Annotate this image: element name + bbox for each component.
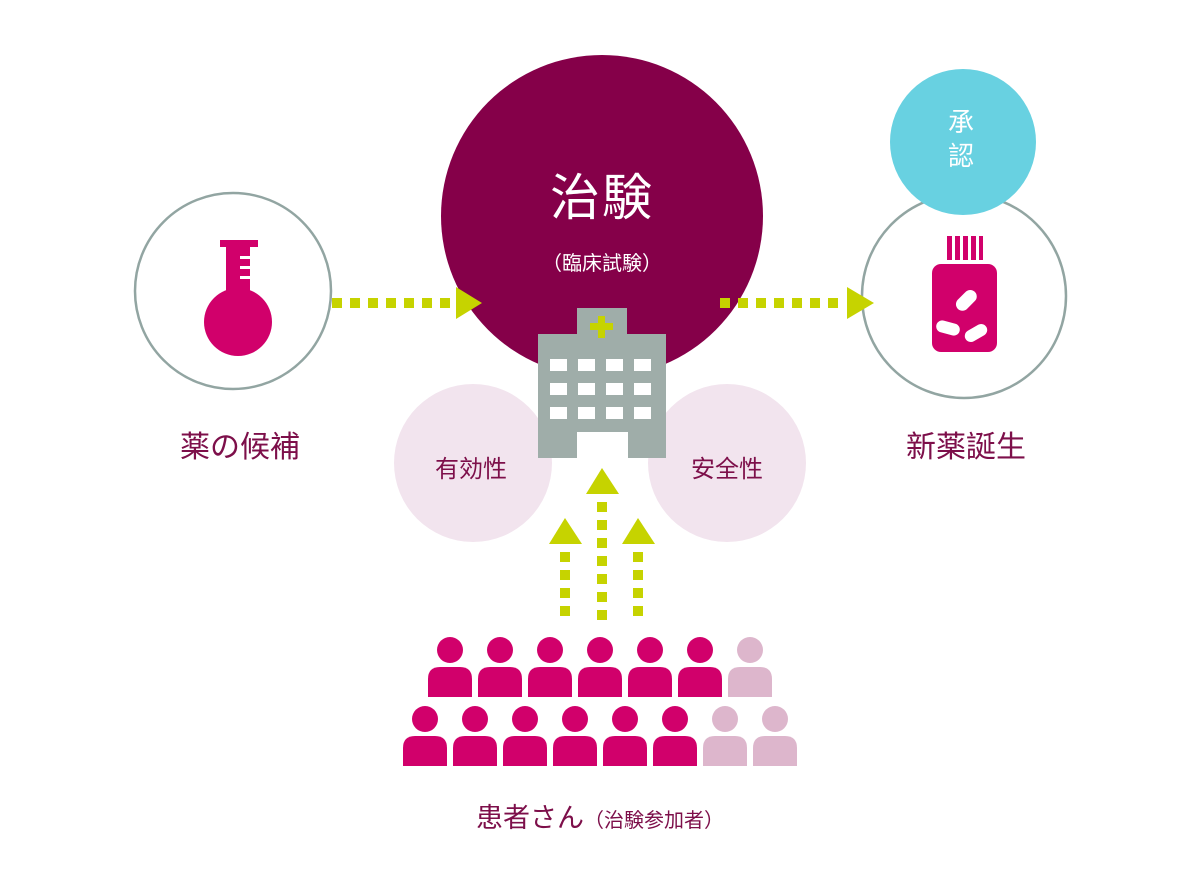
person-icon [528,637,572,697]
hospital-icon [538,308,666,458]
arrow-candidate-to-trial [332,287,482,319]
efficacy-label: 有効性 [435,455,507,483]
person-icon [678,637,722,697]
person-icon [703,706,747,766]
flask-graduation-marks [240,256,250,279]
safety-label: 安全性 [691,455,763,483]
person-icon [628,637,672,697]
trial-title: 治験 [550,169,654,227]
medicine-bottle-icon [932,236,997,352]
approval-circle [890,69,1036,215]
approval-label: 承認 [947,108,974,172]
patients-row-1 [428,637,772,697]
person-icon [553,706,597,766]
person-icon [578,637,622,697]
person-icon [403,706,447,766]
arrow-patients-up-center [586,468,619,620]
candidate-label: 薬の候補 [180,430,300,465]
person-icon [478,637,522,697]
arrow-trial-to-new-drug [720,287,874,319]
patients-caption: 患者さん（治験参加者） [380,796,820,835]
person-icon [603,706,647,766]
new-drug-label: 新薬誕生 [906,430,1026,465]
patients-sublabel: （治験参加者） [584,808,724,832]
flask-icon [204,240,272,356]
person-icon [428,637,472,697]
safety-circle [648,384,806,542]
patients-row-2 [403,706,797,766]
person-icon [728,637,772,697]
efficacy-circle [394,384,552,542]
arrow-patients-up-right [622,518,655,616]
person-icon [453,706,497,766]
person-icon [503,706,547,766]
arrow-patients-up-left [549,518,582,616]
person-icon [753,706,797,766]
patients-label: 患者さん [476,803,584,834]
trial-subtitle: （臨床試験） [542,251,662,275]
person-icon [653,706,697,766]
trial-circle [441,55,763,377]
